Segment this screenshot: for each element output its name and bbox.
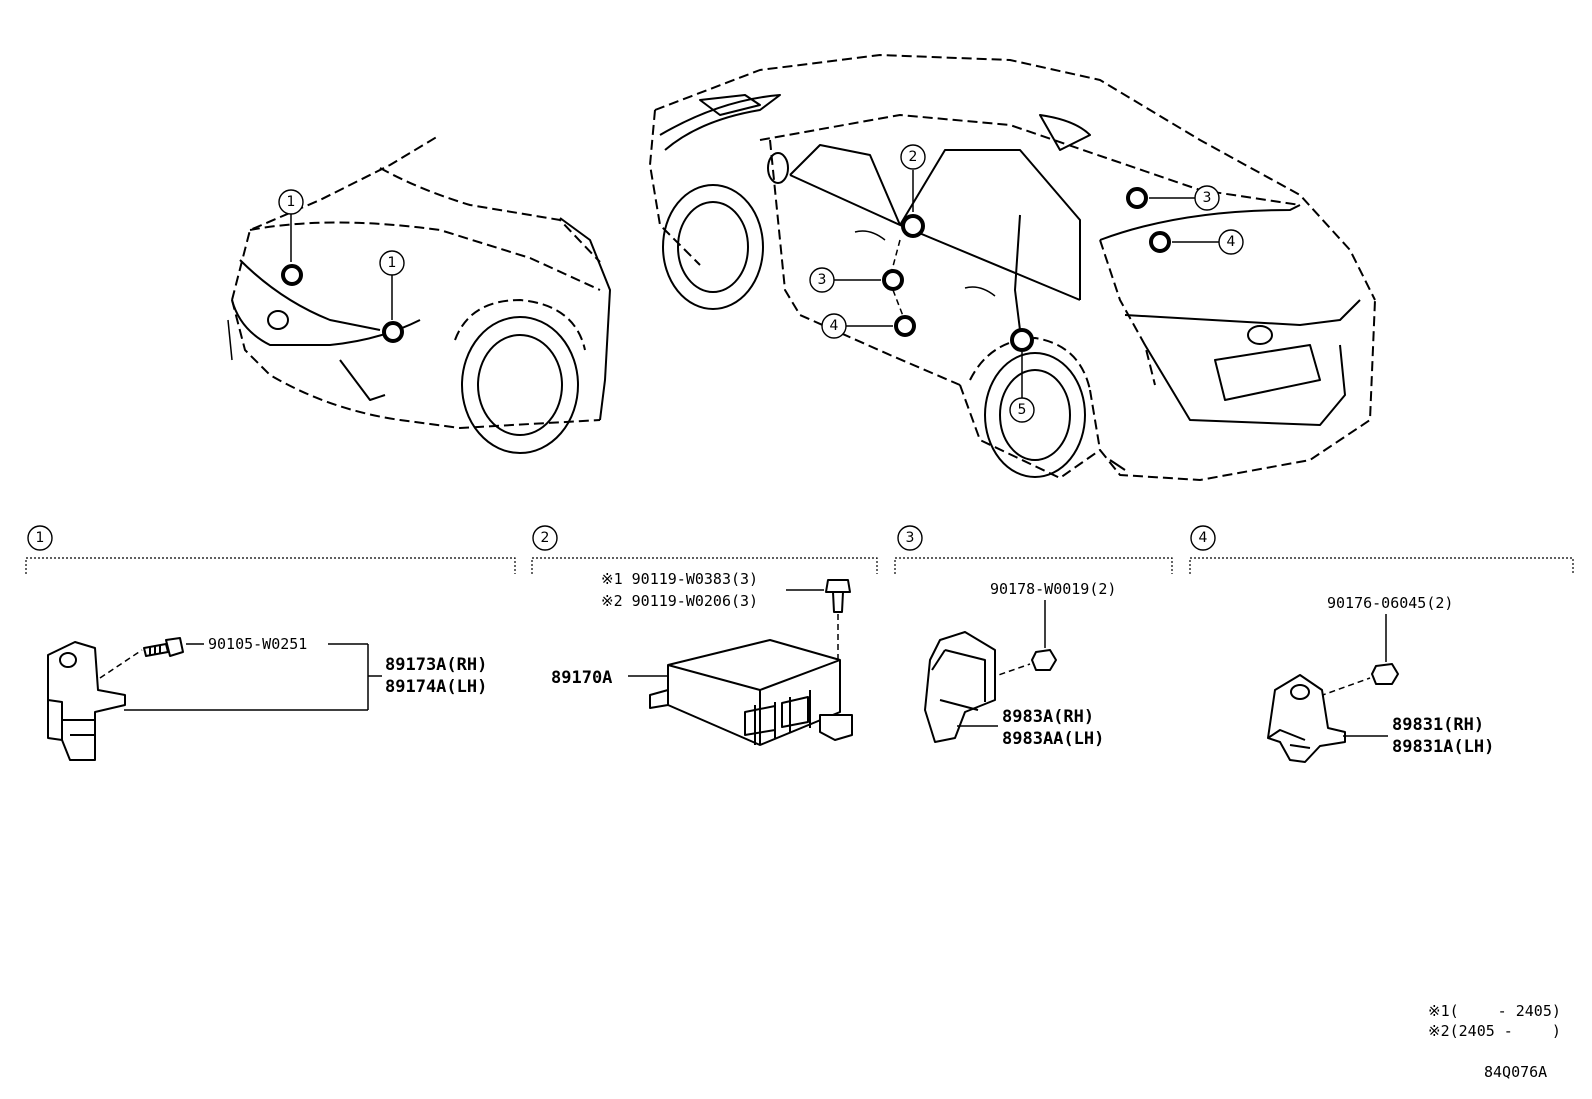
rear-sensor-markers: 2 3 4 5 3 4 [809,144,1244,423]
rear-impact-sensor-shape [1267,674,1346,763]
section-2-ecu: ※1 90119-W0383(3) ※2 90119-W0206(3) 8917… [551,570,853,746]
front-sensor-markers: 1 1 [278,189,405,343]
side-sensor-rh-part: 8983A(RH) [1002,707,1094,727]
section-4-header: 4 [1189,525,1574,574]
section-2-header: 2 [531,525,878,574]
callout-4-rear-label: 4 [1227,234,1236,250]
door-lower-sensor-marker [894,315,916,337]
callout-3-door [809,267,835,293]
section-2-number: 2 [541,530,550,546]
callout-5-label: 5 [1018,402,1027,418]
front-left-sensor-marker [281,264,303,286]
callout-1-front-right-label: 1 [388,255,397,271]
callout-1-front-left [278,189,304,215]
ecu-location-marker [901,214,925,238]
rear-lower-sensor-marker [1149,231,1171,253]
bolt-90105-shape [143,637,184,657]
callout-1-front-left-label: 1 [287,194,296,210]
rear-sensor-lh-part: 89831A(LH) [1392,737,1494,757]
rear-car-illustration [649,54,1376,481]
callout-1-front-right [379,250,405,276]
section-4-rear-sensor: 90176-06045(2) 89831(RH) 89831A(LH) [1267,594,1494,763]
ecu-bolt-shape [825,579,851,613]
door-upper-sensor-marker [882,269,904,291]
section-1-front-sensor: 90105-W0251 89173A(RH) 89174A(LH) [47,635,487,761]
footnote-1: ※1( - 2405) [1428,1002,1561,1020]
rear-sensor-nut-shape [1371,663,1399,685]
ecu-bolt-note-2: ※2 90119-W0206(3) [601,592,758,610]
side-impact-sensor-shape [924,631,996,743]
callout-2-label: 2 [909,149,918,165]
callout-4-door-label: 4 [830,318,839,334]
section-1-header: 1 [25,525,516,574]
rear-upper-sensor-marker [1126,187,1148,209]
rear-sensor-nut-part: 90176-06045(2) [1327,594,1453,612]
callout-3-rear-label: 3 [1203,190,1212,206]
ecu-part-number: 89170A [551,668,612,688]
front-impact-sensor-shape [47,641,126,761]
rear-sensor-rh-part: 89831(RH) [1392,715,1484,735]
front-sensor-lh-part: 89174A(LH) [385,677,487,697]
section-3-number: 3 [906,530,915,546]
footnote-2: ※2(2405 - ) [1428,1022,1561,1040]
callout-4-rear [1218,229,1244,255]
section-3-header: 3 [894,525,1173,574]
side-sensor-lh-part: 8983AA(LH) [1002,729,1104,749]
figure-code: 84Q076A [1484,1063,1547,1081]
ecu-bolt-note-1: ※1 90119-W0383(3) [601,570,758,588]
section-4-number: 4 [1199,530,1208,546]
callout-4-door [821,313,847,339]
callout-3-rear [1194,185,1220,211]
callout-3-door-label: 3 [818,272,827,288]
callout-2 [900,144,926,170]
footnotes: ※1( - 2405) ※2(2405 - ) 84Q076A [1428,1002,1561,1081]
bolt-part-number: 90105-W0251 [208,635,307,653]
front-car-illustration [227,134,611,454]
front-right-sensor-marker [382,321,404,343]
section-1-number: 1 [36,530,45,546]
side-sensor-nut-shape [1031,649,1057,671]
callout-5 [1009,397,1035,423]
section-3-side-sensor: 90178-W0019(2) 8983A(RH) 8983AA(LH) [924,580,1116,749]
front-sensor-rh-part: 89173A(RH) [385,655,487,675]
side-sensor-nut-part: 90178-W0019(2) [990,580,1116,598]
rear-pillar-sensor-marker [1010,328,1034,352]
